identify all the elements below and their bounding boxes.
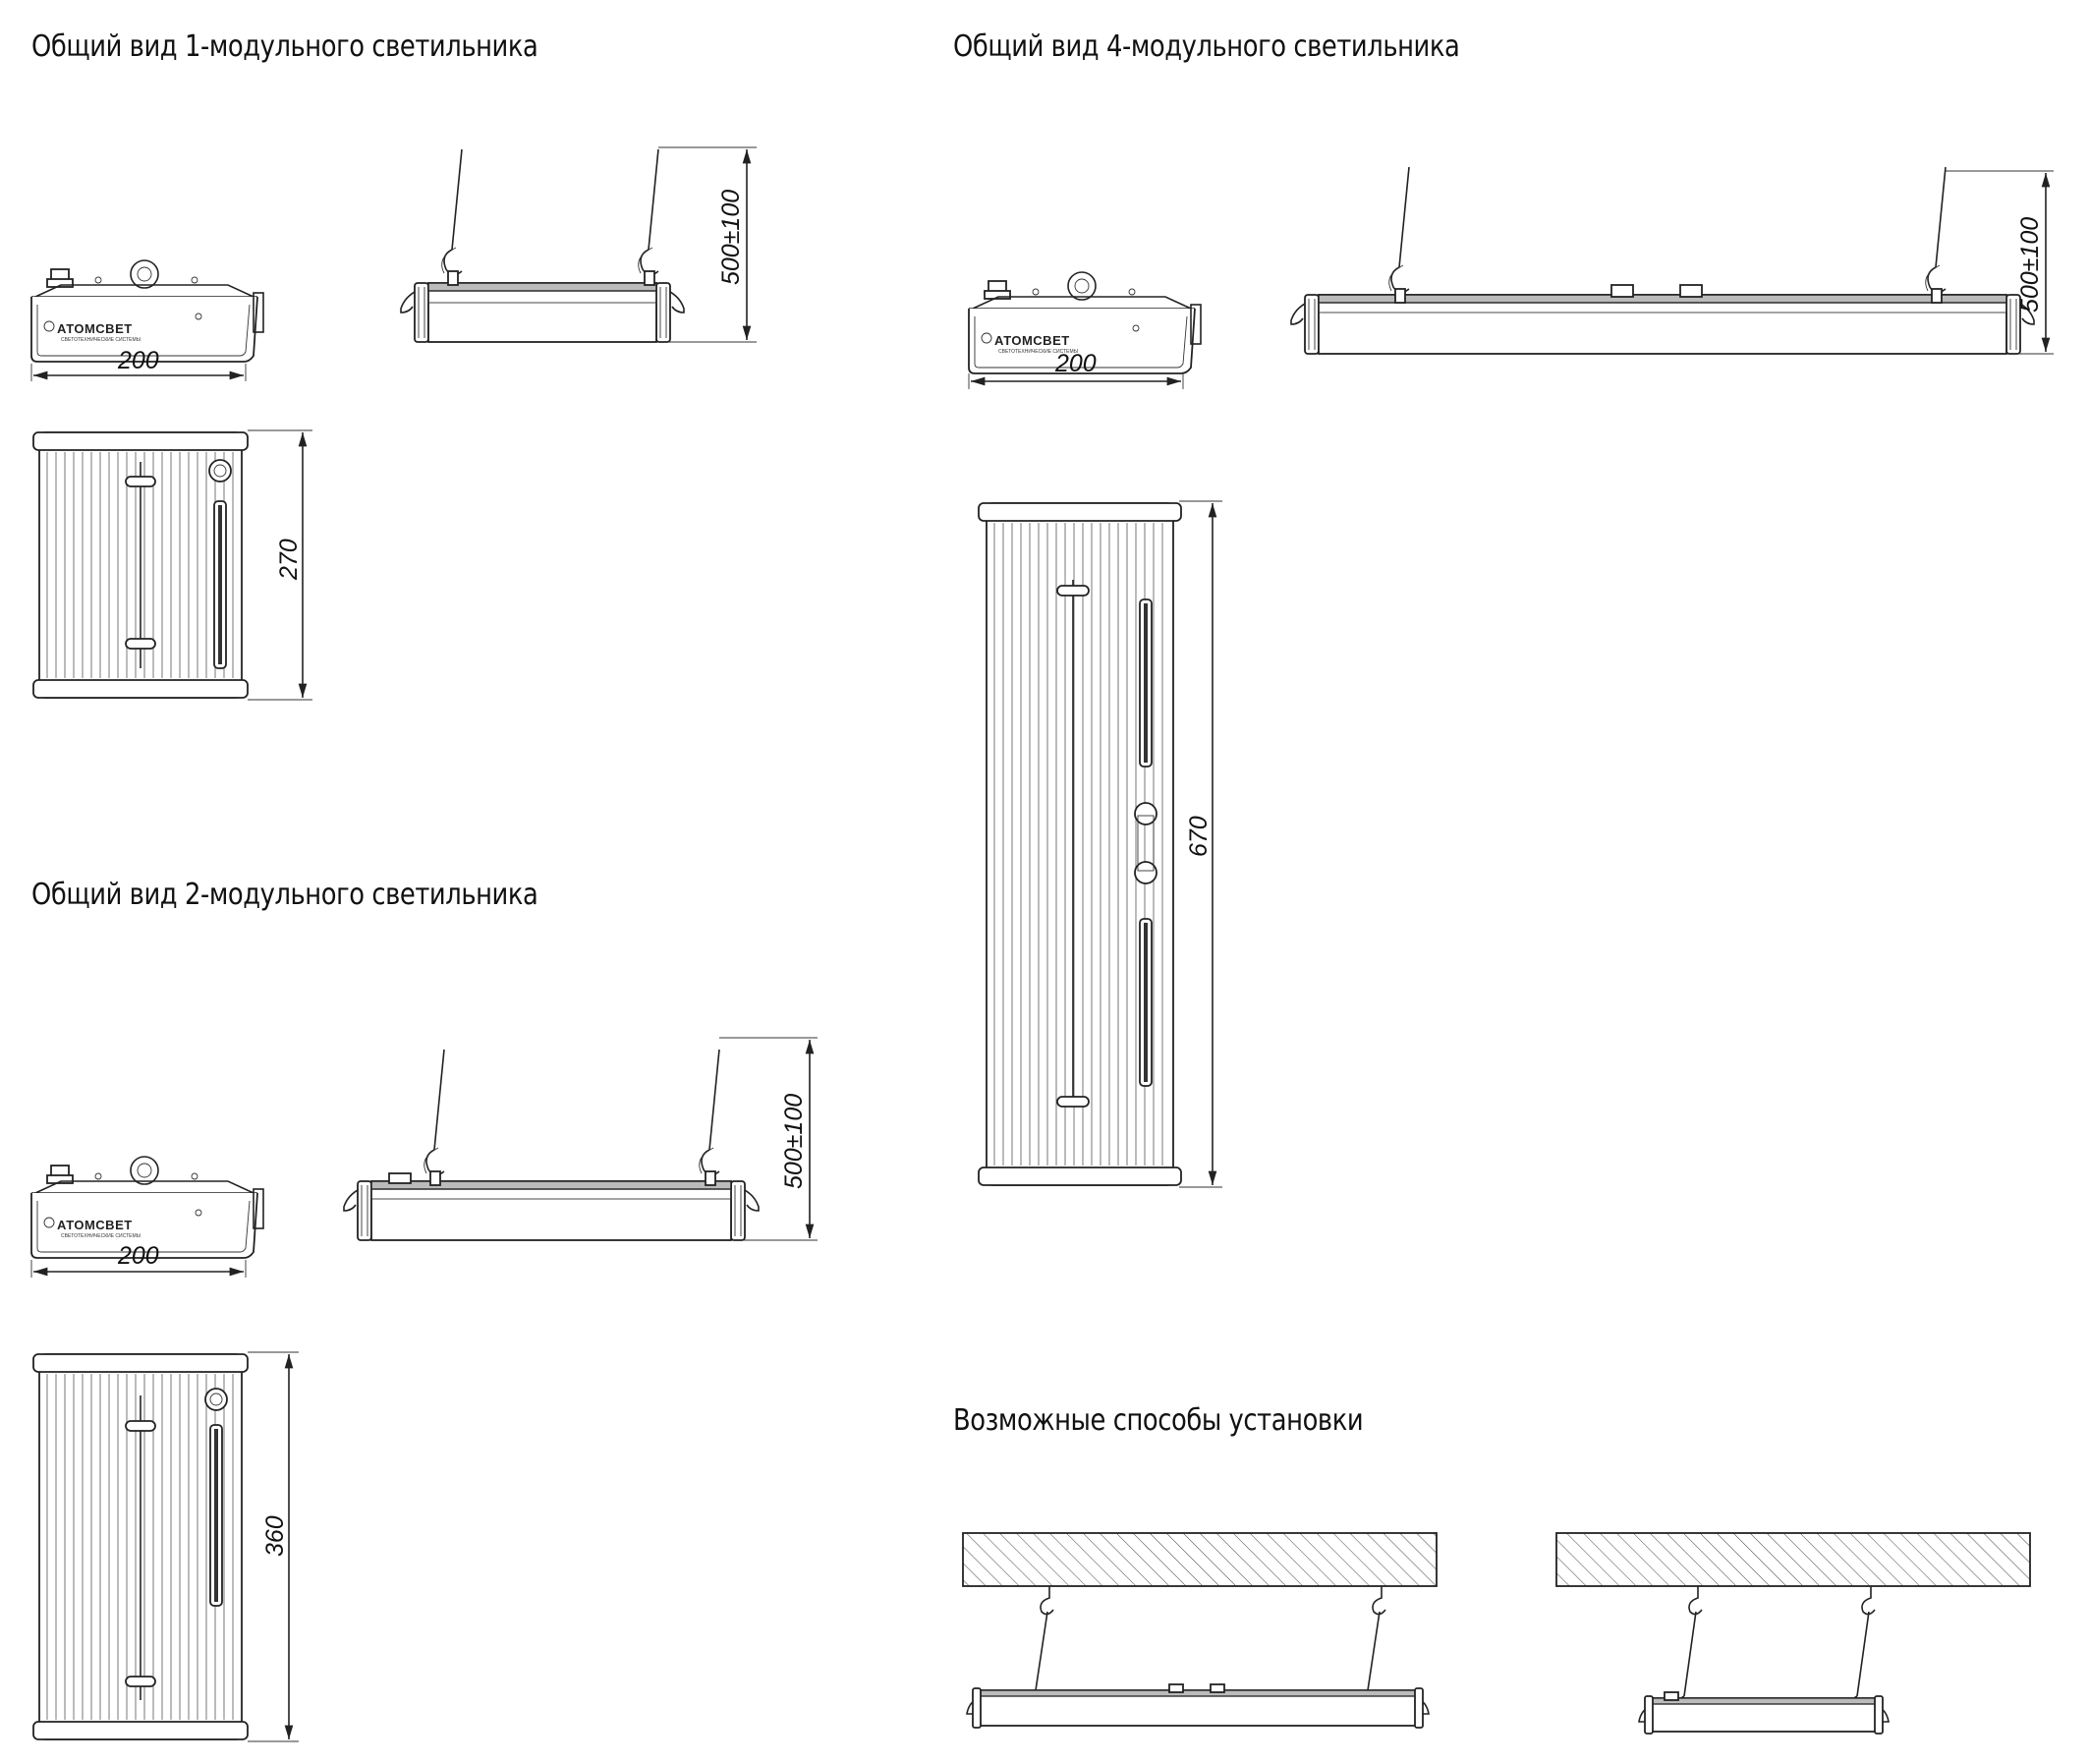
dim-suspension-2: 500±100 xyxy=(780,1094,808,1189)
dim-length-2: 360 xyxy=(261,1515,289,1557)
four-module-top-view: 670 xyxy=(978,500,1222,1188)
dim-length-1: 270 xyxy=(275,539,303,581)
heading-four-module: Общий вид 4-модульного светильника xyxy=(953,29,1460,64)
two-module-side-view: 500±100 xyxy=(343,1037,818,1241)
dim-length-4: 670 xyxy=(1185,816,1213,857)
logo-text-4: АТОМСВЕТ xyxy=(994,333,1070,348)
dim-width-4: 200 xyxy=(1054,350,1097,377)
mounting-option-short xyxy=(1555,1532,2031,1735)
four-module-end-view: АТОМСВЕТ СВЕТОТЕХНИЧЕСКИЕ СИСТЕМЫ 200 xyxy=(968,271,1202,389)
heading-one-module: Общий вид 1-модульного светильника xyxy=(31,29,538,64)
logo-text: АТОМСВЕТ xyxy=(57,321,133,336)
logo-tagline: СВЕТОТЕХНИЧЕСКИЕ СИСТЕМЫ xyxy=(61,337,141,343)
two-module-top-view: 360 xyxy=(32,1351,299,1742)
dim-width-1: 200 xyxy=(117,347,159,374)
two-module-end-view: АТОМСВЕТ СВЕТОТЕХНИЧЕСКИЕ СИСТЕМЫ 200 xyxy=(30,1156,264,1278)
one-module-end-view: АТОМСВЕТ СВЕТОТЕХНИЧЕСКИЕ СИСТЕМЫ 200 xyxy=(30,259,264,381)
four-module-side-view: 500±100 xyxy=(1290,166,2054,355)
ceiling-slab-1 xyxy=(962,1532,1438,1587)
logo-text-2: АТОМСВЕТ xyxy=(57,1218,133,1232)
heading-mounting: Возможные способы установки xyxy=(953,1403,1364,1438)
one-module-top-view: 270 xyxy=(32,429,312,701)
one-module-side-view: 500±100 xyxy=(400,146,757,343)
heading-two-module: Общий вид 2-модульного светильника xyxy=(31,878,538,912)
mounting-option-long xyxy=(962,1532,1438,1729)
logo-tagline-2: СВЕТОТЕХНИЧЕСКИЕ СИСТЕМЫ xyxy=(61,1233,141,1239)
logo-tagline-4: СВЕТОТЕХНИЧЕСКИЕ СИСТЕМЫ xyxy=(998,349,1079,355)
ceiling-slab-2 xyxy=(1555,1532,2031,1587)
dim-suspension-1: 500±100 xyxy=(717,190,745,285)
dim-width-2: 200 xyxy=(117,1242,159,1270)
dim-suspension-4: 500±100 xyxy=(2016,217,2044,313)
